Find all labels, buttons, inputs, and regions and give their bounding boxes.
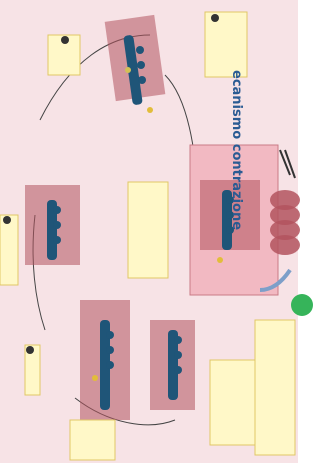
diagram-title: ecanismo contrazione [225, 70, 247, 220]
step-marker-4 [26, 346, 34, 354]
text-box-bottom [70, 420, 115, 460]
step-marker-1 [211, 14, 219, 22]
step-marker-3 [3, 216, 11, 224]
green-badge [291, 294, 313, 316]
filament-left [25, 185, 80, 265]
text-box-top [205, 12, 247, 77]
text-box-right [255, 320, 295, 455]
text-box-bottom-center [210, 360, 255, 445]
filament-bottom-left [80, 300, 130, 420]
filament-top [105, 15, 166, 113]
text-box-left [0, 215, 18, 285]
text-box-center [128, 182, 168, 278]
filament-bottom-center [150, 320, 195, 410]
step-marker-2 [61, 36, 69, 44]
